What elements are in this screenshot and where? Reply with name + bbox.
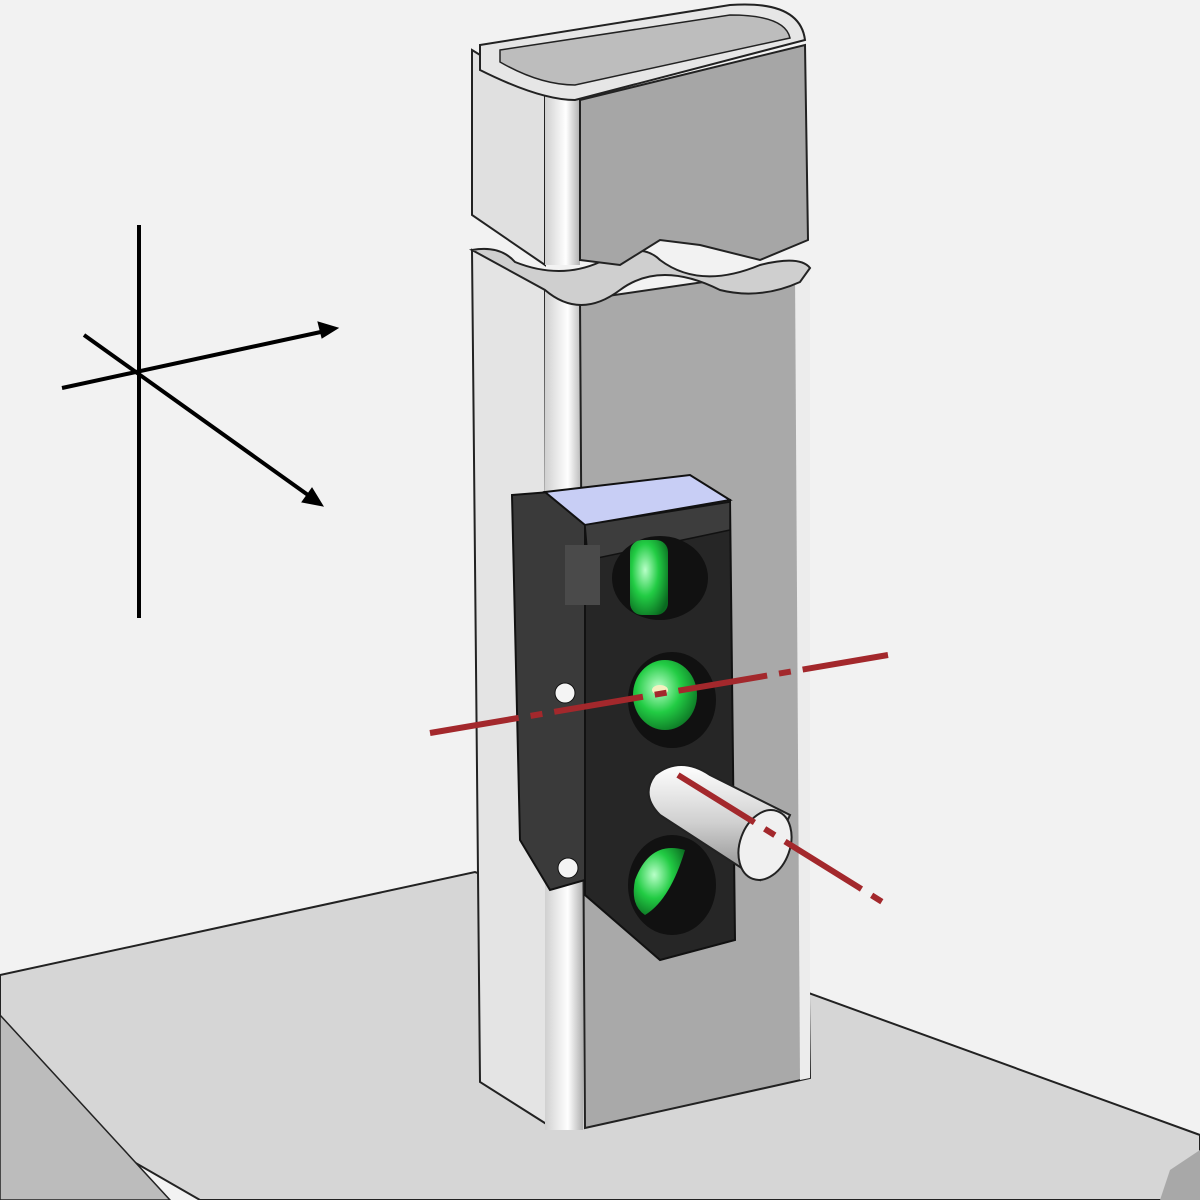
- axis-z-arrow: [301, 487, 325, 507]
- center-line-pin-axis: [676, 772, 894, 911]
- block-slot: [565, 545, 600, 605]
- vial-bottom-green-icon: [633, 848, 685, 915]
- tube-right-edge: [795, 265, 810, 1080]
- upper-tube[interactable]: [471, 3, 810, 267]
- screw-hole-bottom: [557, 857, 579, 879]
- screw-hole-top: [554, 682, 576, 704]
- axis-x: [61, 328, 331, 390]
- upper-tube-opening: [499, 14, 791, 86]
- upper-tube-front: [579, 43, 810, 267]
- tube-break-edge: [469, 247, 812, 306]
- center-lines: [429, 652, 894, 911]
- pin[interactable]: [647, 764, 801, 887]
- axis-x-arrow: [317, 321, 340, 339]
- level-block[interactable]: [510, 473, 737, 962]
- center-line-horizontal: [429, 652, 889, 736]
- base-plate-side: [0, 1013, 172, 1200]
- block-top-face: [542, 473, 733, 527]
- pin-end: [737, 809, 793, 881]
- axis-z: [82, 333, 317, 502]
- upper-tube-highlight: [545, 95, 580, 265]
- base-plate-corner: [1160, 1150, 1200, 1200]
- coordinate-axes-icon: [61, 225, 340, 618]
- vial-top-green-icon: [630, 540, 668, 615]
